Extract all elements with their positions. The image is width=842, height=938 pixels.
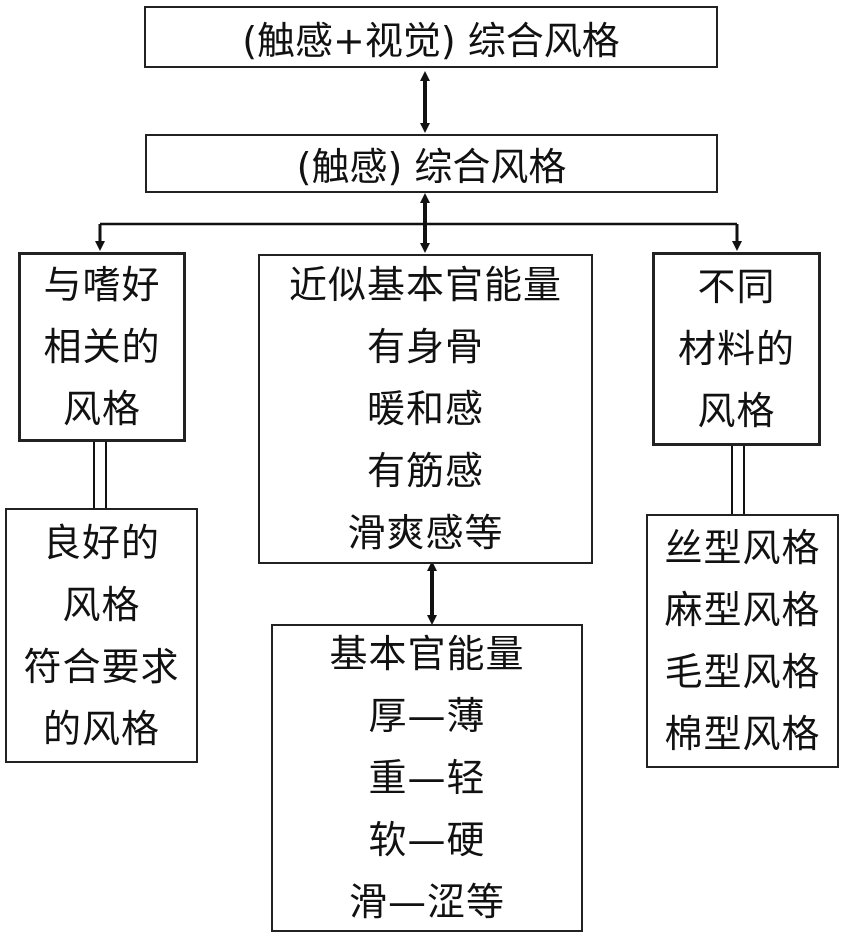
center-bottom-line: 厚—薄: [368, 694, 486, 738]
left-bottom-line: 的风格: [42, 706, 160, 751]
left-bottom-line: 风格: [62, 582, 141, 627]
center-bottom-box: 基本官能量 厚—薄 重—轻 软—硬 滑—涩等: [271, 624, 583, 932]
top-label: (触感+视觉) 综合风格: [242, 18, 620, 63]
second-label: (触感) 综合风格: [296, 145, 567, 189]
left-bottom-line: 符合要求: [23, 644, 180, 689]
right-top-line: 材料的: [677, 327, 795, 371]
right-bottom-line: 麻型风格: [664, 588, 821, 632]
center-top-line: 近似基本官能量: [288, 263, 562, 307]
center-bottom-line: 重—轻: [368, 756, 486, 800]
center-top-box: 近似基本官能量 有身骨 暖和感 有筋感 滑爽感等: [258, 254, 593, 564]
second-box: (触感) 综合风格: [145, 134, 718, 193]
top-box: (触感+视觉) 综合风格: [144, 6, 718, 68]
right-top-box: 不同 材料的 风格: [652, 252, 821, 446]
left-top-line: 相关的: [43, 325, 161, 369]
left-top-line: 风格: [62, 387, 141, 431]
left-bottom-line: 良好的: [42, 520, 160, 565]
center-bottom-line: 软—硬: [368, 818, 486, 862]
center-top-line: 有筋感: [366, 449, 484, 493]
center-top-line: 滑爽感等: [347, 511, 504, 555]
left-bottom-box: 良好的 风格 符合要求 的风格: [5, 508, 198, 763]
right-bottom-line: 丝型风格: [664, 526, 821, 570]
center-bottom-line: 滑—涩等: [348, 880, 505, 924]
center-top-line: 有身骨: [366, 325, 484, 369]
center-top-line: 暖和感: [366, 387, 484, 431]
center-bottom-line: 基本官能量: [329, 632, 525, 676]
right-bottom-line: 毛型风格: [664, 650, 821, 694]
right-bottom-box: 丝型风格 麻型风格 毛型风格 棉型风格: [646, 514, 839, 768]
right-top-line: 风格: [697, 389, 776, 433]
left-top-line: 与嗜好: [43, 263, 161, 307]
right-top-line: 不同: [697, 265, 776, 309]
right-bottom-line: 棉型风格: [664, 712, 821, 756]
left-top-box: 与嗜好 相关的 风格: [18, 252, 186, 442]
